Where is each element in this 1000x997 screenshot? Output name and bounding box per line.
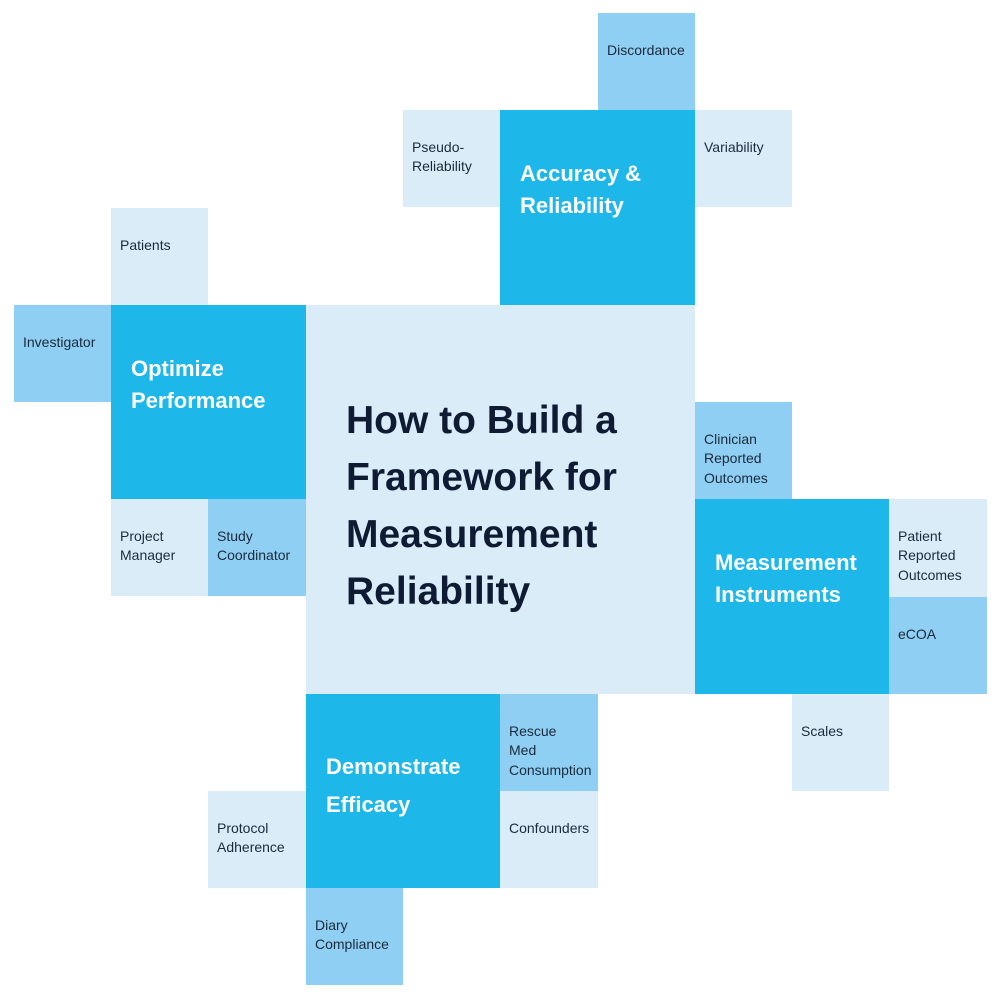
tile-project-manager: Project Manager [111,499,208,596]
tile-study-coordinator: Study Coordinator [208,499,306,596]
tile-rescue-med-consumption: Rescue Med Consumption [500,694,598,791]
hub-label: Optimize Performance [131,356,266,413]
tile-label: Scales [801,722,844,739]
hub-optimize-performance: Optimize Performance [111,305,306,499]
tile-label: Patients [120,236,171,253]
tile-pseudo-reliability: Pseudo- Reliability [403,110,500,207]
tile-label: Clinician Reported Outcomes [704,430,768,486]
tile-diary-compliance: Diary Compliance [306,888,403,985]
tile-label: eCOA [898,625,937,642]
diagram-title: How to Build a Framework for Measurement… [346,399,617,613]
tile-label: Diary Compliance [315,916,389,953]
tile-scales: Scales [792,694,889,791]
tile-patients: Patients [111,208,208,305]
tile-label: Project Manager [120,527,176,564]
center-title-block: How to Build a Framework for Measurement… [306,305,695,694]
tile-label: Patient Reported Outcomes [898,527,962,583]
tile-investigator: Investigator [14,305,111,402]
tile-label: Confounders [509,819,590,836]
tile-variability: Variability [695,110,792,207]
tile-label: Pseudo- Reliability [412,138,472,175]
tile-protocol-adherence: Protocol Adherence [208,791,306,888]
tile-ecoa: eCOA [889,597,987,694]
tile-discordance: Discordance [598,13,695,110]
tile-label: Investigator [23,333,96,350]
hub-label: Measurement Instruments [715,550,857,607]
hub-label: Accuracy & Reliability [520,161,642,218]
tile-label: Rescue Med Consumption [509,722,592,778]
tile-confounders: Confounders [500,791,598,888]
hub-accuracy-reliability: Accuracy & Reliability [500,110,695,305]
tile-label: Study Coordinator [217,527,291,564]
tile-clinician-reported-outcomes: Clinician Reported Outcomes [695,402,792,499]
hub-label: Demonstrate Efficacy [326,754,461,817]
hub-measurement-instruments: Measurement Instruments [695,499,889,694]
tile-label: Protocol Adherence [217,819,285,856]
hub-demonstrate-efficacy: Demonstrate Efficacy [306,694,500,888]
tile-label: Discordance [607,41,685,58]
tile-label: Variability [704,138,764,155]
tile-patient-reported-outcomes: Patient Reported Outcomes [889,499,987,597]
